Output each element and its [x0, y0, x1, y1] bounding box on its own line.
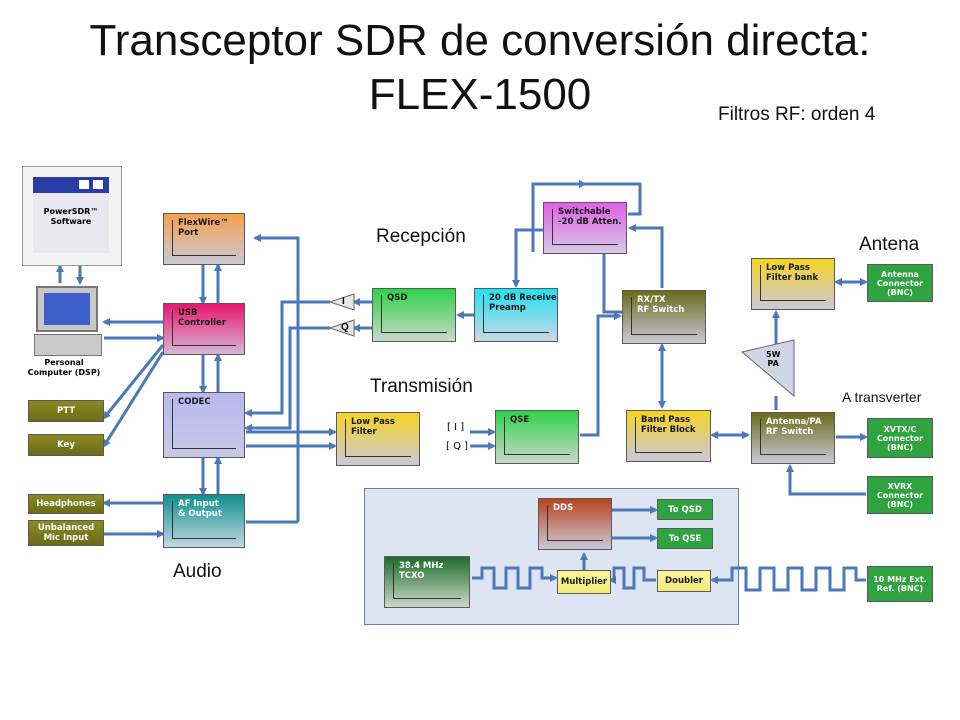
bpf-label: Band Pass Filter Block [641, 415, 696, 435]
window-close-icon [93, 180, 103, 189]
ext-ref-clock-wave [710, 566, 866, 592]
transmision-label: Transmisión [370, 376, 473, 397]
i-label: I [342, 296, 345, 307]
dds-label: DDS [553, 503, 574, 513]
multiplier-block: Multiplier [557, 570, 611, 594]
pa-label: 5W PA [766, 350, 781, 368]
attenuator-block: Switchable -20 dB Atten. [543, 202, 627, 254]
antena-label: Antena [859, 234, 920, 255]
atten-bypass-arrow [531, 180, 587, 252]
computer-label: Personal Computer (DSP) [27, 358, 101, 377]
computer-monitor-icon [36, 286, 98, 332]
doubler-clock-wave [608, 566, 656, 590]
title-line-2: FLEX-1500 [368, 70, 592, 119]
q-triangle [328, 319, 355, 337]
ext-ref-label: 10 MHz Ext. Ref. (BNC) [873, 575, 927, 593]
ptt-label: PTT [56, 406, 76, 416]
to-qse-label: To QSE [668, 533, 702, 544]
software-screen: PowerSDR™ Software [22, 166, 122, 266]
ext-ref-block: 10 MHz Ext. Ref. (BNC) [867, 566, 933, 602]
i-triangle [328, 293, 355, 311]
i-bracket-label: [ I ] [447, 422, 465, 433]
antpa-switch-block: Antenna/PA RF Switch [751, 412, 835, 464]
q-bracket-label: [ Q ] [446, 441, 469, 452]
usb-to-key-arrow [102, 351, 165, 448]
software-window [33, 193, 109, 253]
mic-input-label: Unbalanced Mic Input [37, 523, 95, 543]
af-label: AF Input & Output [178, 499, 222, 519]
xvtx-connector-label: XVTX/C Connector (BNC) [876, 424, 924, 452]
dds-block: DDS [538, 498, 612, 550]
recepcion-label: Recepción [376, 226, 466, 247]
attenuator-label: Switchable -20 dB Atten. [558, 207, 622, 227]
rxtx-to-atten-arrow [628, 224, 664, 288]
filtros-label: Filtros RF: orden 4 [718, 104, 876, 125]
af-block: AF Input & Output [163, 494, 245, 548]
tcxo-label: 38.4 MHz TCXO [399, 561, 444, 581]
title-line-1: Transceptor SDR de conversión directa: [89, 16, 871, 65]
to-qse-block: To QSE [657, 528, 713, 549]
xvtx-connector-block: XVTX/C Connector (BNC) [867, 418, 933, 458]
atten-to-preamp-line [512, 228, 543, 288]
rxtx-to-atten-line-a [602, 250, 622, 314]
tcxo-block: 38.4 MHz TCXO [384, 556, 470, 608]
computer-base-icon [34, 334, 102, 356]
xvrx-connector-label: XVRX Connector (BNC) [876, 481, 924, 509]
preamp-block: 20 dB Receive Preamp [474, 288, 558, 342]
audio-label: Audio [173, 561, 222, 582]
rxtx-switch-block: RX/TX RF Switch [622, 290, 706, 344]
af-to-flexwire-line [253, 234, 300, 522]
headphones-block: Headphones [28, 494, 104, 514]
antpa-switch-label: Antenna/PA RF Switch [766, 417, 822, 437]
pa-triangle [740, 339, 795, 398]
key-block: Key [28, 434, 104, 456]
rxtx-switch-label: RX/TX RF Switch [637, 295, 685, 315]
qsd-label: QSD [387, 293, 408, 303]
tcxo-clock-wave [472, 566, 558, 590]
qse-block: QSE [495, 410, 579, 464]
q-label: Q [341, 322, 349, 333]
lpf-tx-label: Low Pass Filter [351, 417, 395, 437]
mic-input-block: Unbalanced Mic Input [28, 520, 104, 546]
qsd-block: QSD [372, 288, 456, 342]
xvrx-connector-block: XVRX Connector (BNC) [867, 476, 933, 514]
lpf-bank-block: Low Pass Filter bank [751, 258, 835, 310]
ptt-block: PTT [28, 400, 104, 422]
headphones-label: Headphones [36, 499, 96, 509]
xvrx-to-antpa-line [786, 464, 866, 496]
qse-label: QSE [510, 415, 530, 425]
usb-controller-block: USB Controller [163, 303, 245, 355]
to-qsd-block: To QSD [657, 499, 713, 520]
to-qsd-label: To QSD [668, 504, 702, 515]
doubler-block: Doubler [657, 570, 711, 592]
preamp-label: 20 dB Receive Preamp [489, 293, 557, 313]
flexwire-block: FlexWire™ Port [163, 213, 245, 265]
antenna-connector-label: Antenna Connector (BNC) [876, 269, 924, 297]
lpf-bank-label: Low Pass Filter bank [766, 263, 819, 283]
doubler-label: Doubler [665, 576, 703, 586]
usb-controller-label: USB Controller [178, 308, 227, 328]
q-to-codec-line [244, 326, 330, 432]
usb-to-ptt-arrow [102, 344, 165, 420]
key-label: Key [57, 440, 75, 450]
window-button-icon [79, 180, 89, 189]
software-titlebar [33, 177, 109, 193]
i-to-codec-line [244, 300, 330, 417]
lpf-tx-block: Low Pass Filter [336, 412, 420, 466]
transverter-label: A transverter [842, 389, 922, 405]
monitor-screen [44, 293, 90, 325]
flexwire-label: FlexWire™ Port [178, 218, 229, 238]
software-label: PowerSDR™ Software [43, 207, 99, 226]
bpf-block: Band Pass Filter Block [626, 410, 711, 462]
qse-to-rxtx-line [580, 312, 622, 437]
codec-block: CODEC [163, 392, 245, 458]
codec-label: CODEC [178, 397, 211, 407]
multiplier-label: Multiplier [560, 577, 608, 587]
antenna-connector-block: Antenna Connector (BNC) [867, 264, 933, 302]
